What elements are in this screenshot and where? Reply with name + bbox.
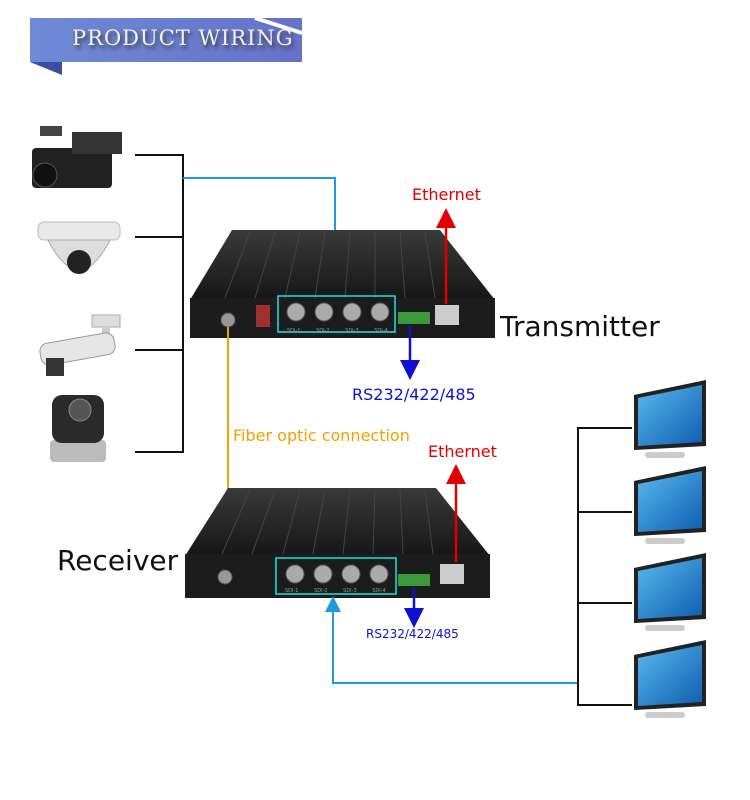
ethernet-rx-label: Ethernet	[428, 442, 497, 461]
banner-title: PRODUCT WIRING	[72, 26, 294, 50]
transmitter-label: Transmitter	[500, 310, 660, 343]
banner	[30, 16, 303, 75]
transmitter-device	[190, 230, 495, 338]
display-bracket	[577, 427, 632, 706]
monitor-icon	[634, 553, 706, 631]
receiver-label: Receiver	[57, 544, 179, 577]
rx-port-labels: SDI-1 SDI-2 SDI-3 SDI-4	[285, 588, 386, 594]
source-bracket	[135, 154, 184, 453]
monitor-icon	[634, 640, 706, 718]
ptz-camera-icon	[50, 395, 106, 462]
dome-camera-icon	[37, 221, 121, 274]
receiver-device	[185, 488, 490, 598]
fiber-label: Fiber optic connection	[233, 426, 410, 445]
monitor-icon	[634, 380, 706, 458]
ethernet-tx-label: Ethernet	[412, 185, 481, 204]
tx-port-labels: SDI-1 SDI-2 SDI-3 SDI-4	[287, 328, 388, 334]
video-output-line	[325, 596, 578, 684]
serial-rx-label: RS232/422/485	[366, 627, 459, 641]
bullet-camera-icon	[39, 314, 121, 376]
monitor-icon	[634, 466, 706, 544]
camcorder-icon	[32, 126, 122, 188]
serial-tx-label: RS232/422/485	[352, 385, 476, 404]
